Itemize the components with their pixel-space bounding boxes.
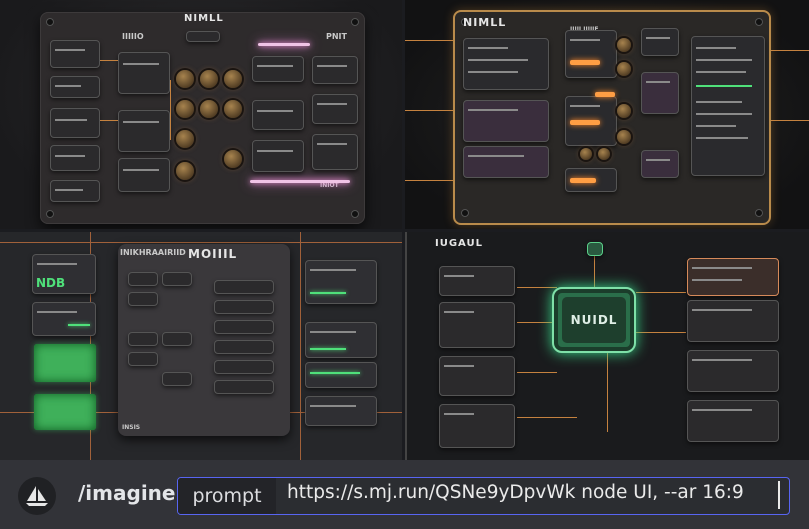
knob-icon (224, 100, 242, 118)
screw-icon (46, 18, 54, 26)
node-card (463, 100, 549, 142)
footer-label: INSIS (122, 424, 141, 431)
node-card (439, 302, 515, 348)
knob-icon (224, 70, 242, 88)
node-card (641, 72, 679, 114)
board-title: NIMLL (184, 13, 224, 24)
footer-label: INIOT (320, 182, 339, 189)
knob-icon (176, 100, 194, 118)
glow-line (595, 92, 615, 97)
knob-icon (224, 150, 242, 168)
node-card (305, 322, 377, 358)
label-right: PNIT (326, 32, 347, 41)
knob-icon (617, 130, 631, 144)
node-card (305, 362, 377, 388)
image-bottom-right[interactable]: IUGAUL NUIDL (405, 232, 809, 460)
knob-icon (200, 100, 218, 118)
knob-icon (617, 62, 631, 76)
board-badge: INIKHRAAIRIID (120, 248, 186, 257)
screw-icon (46, 210, 54, 218)
glow-line (570, 60, 600, 65)
knob-icon (598, 148, 610, 160)
knob-icon (176, 130, 194, 148)
screw-icon (351, 18, 359, 26)
label-left: IIIIIO (122, 32, 144, 41)
screw-icon (755, 18, 763, 26)
node-card (252, 100, 304, 130)
slash-command: /imagine (78, 481, 176, 505)
top-connector (587, 242, 603, 256)
node-card (565, 30, 617, 78)
prompt-option-chip[interactable]: prompt (178, 478, 276, 514)
node-card (312, 134, 358, 170)
board-label: IIIII IIIIIE (570, 26, 599, 33)
knob-icon (176, 162, 194, 180)
node-card (118, 52, 170, 94)
node-card (439, 356, 515, 396)
header-chip (186, 31, 220, 42)
bot-avatar[interactable] (18, 477, 56, 515)
core-label: NUIDL (570, 313, 618, 327)
glow-line (570, 178, 596, 183)
node-card (50, 40, 100, 68)
board-title: IUGAUL (435, 238, 483, 249)
node-card (641, 28, 679, 56)
knob-icon (617, 38, 631, 52)
knob-icon (580, 148, 592, 160)
green-screen (34, 344, 96, 382)
side-text: NDB (36, 276, 66, 290)
board-title: NIMLL (463, 16, 507, 29)
image-top-left[interactable]: NIMLL IIIIIO PNIT INIOT (0, 0, 402, 229)
node-card (50, 145, 100, 171)
green-screen (34, 394, 96, 430)
node-card (463, 146, 549, 178)
image-top-right[interactable]: NIMLL IIIII IIIIIE (405, 0, 809, 229)
node-card (118, 158, 170, 192)
text-caret (778, 481, 780, 509)
screw-icon (461, 209, 469, 217)
glow-line (258, 43, 310, 46)
node-card (463, 38, 549, 90)
screw-icon (351, 210, 359, 218)
node-card (50, 76, 100, 98)
node-card (439, 266, 515, 296)
node-card (118, 110, 170, 152)
node-card (32, 254, 96, 294)
screw-icon (461, 18, 469, 26)
node-card (439, 404, 515, 448)
glow-line (570, 120, 600, 125)
node-card (252, 140, 304, 172)
board-title: MOIIIL (188, 247, 238, 261)
node-card (50, 180, 100, 202)
node-card (32, 302, 96, 336)
node-card (687, 258, 779, 296)
prompt-input[interactable] (177, 477, 790, 515)
node-card (305, 396, 377, 426)
side-panel (691, 36, 765, 176)
node-card (252, 56, 304, 82)
node-card (687, 300, 779, 342)
node-card (305, 260, 377, 304)
generated-image-grid: NIMLL IIIIIO PNIT INIOT (0, 0, 809, 460)
prompt-value[interactable]: https://s.mj.run/QSNe9yDpvWk node UI, --… (287, 482, 744, 503)
image-bottom-left[interactable]: NDB INIKHRAAIRIID MOIIIL INSIS (0, 232, 402, 460)
knob-icon (176, 70, 194, 88)
knob-icon (617, 104, 631, 118)
node-card (312, 56, 358, 84)
node-card (641, 150, 679, 178)
node-card (687, 350, 779, 392)
knob-icon (200, 70, 218, 88)
node-card (687, 400, 779, 442)
node-card (50, 108, 100, 138)
sailboat-icon (26, 486, 48, 506)
glow-line (250, 180, 350, 183)
screw-icon (755, 209, 763, 217)
node-card (312, 94, 358, 124)
core-node: NUIDL (552, 287, 636, 353)
